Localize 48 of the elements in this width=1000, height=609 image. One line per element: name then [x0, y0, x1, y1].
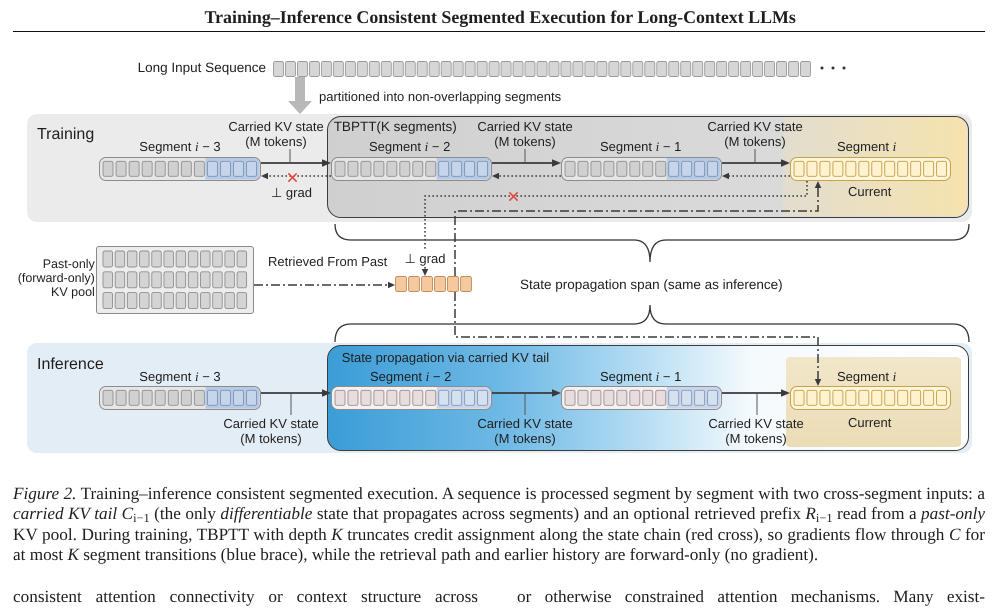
figure-caption: Figure 2. Training–inference consistent segmented execution. A sequence is processed segment by segment with two cross-segment inputs: a carried KV tail C$_{i−1}$ (the only differentiable state that propagates across segments) and an optional retrieved prefix R$_{i−1}$ read from a past-only KV pool. During training, TBPTT with depth K truncates credit assignment along the state chain (red cross), so gradients flow through C for at most K segment transitions (blue brace), while the retrieval path and earlier history are forward-only (no gradient).	[13, 484, 985, 566]
arrow	[492, 159, 561, 167]
dotted-arrow	[261, 172, 331, 180]
arrow	[722, 389, 790, 397]
edge-label: ⊥ grad	[271, 185, 312, 200]
arrow	[492, 389, 561, 397]
edge-label: partitioned into non-overlapping segments	[319, 89, 562, 104]
body-text: or otherwise constrained attention mechanisms. Many exist-	[517, 587, 985, 607]
span-label: State propagation span (same as inference)	[520, 277, 783, 293]
edge-label: Carried KV state (M tokens)	[476, 416, 574, 446]
edge-label: Carried KV state (M tokens)	[707, 416, 805, 446]
arrow	[261, 159, 331, 167]
dotted-arrow	[722, 172, 790, 180]
state-propagation-box	[327, 345, 969, 451]
segment-label: Segment i − 1	[600, 368, 682, 384]
dash-dot-arrow	[254, 282, 395, 288]
box-title: State propagation via carried KV tail	[342, 350, 550, 365]
segment-label: Segment i	[836, 368, 896, 384]
box-title: TBPTT(K segments)	[334, 118, 457, 135]
dash-dot-arrow	[454, 292, 822, 386]
training-panel	[27, 114, 972, 222]
status-label: Current	[848, 415, 892, 430]
tbptt-box	[327, 116, 969, 218]
panel-title: Training	[37, 125, 94, 144]
status-label: Current	[848, 184, 892, 200]
body-text: consistent attention connectivity or context structure across	[13, 587, 478, 607]
segment-label: Segment i − 2	[368, 138, 450, 154]
diagram-title: Training–Inference Consistent Segmented Execution for Long-Context LLMs	[204, 7, 796, 28]
token-block	[395, 276, 472, 292]
dotted-arrow	[492, 172, 561, 180]
pool-label: Past-only (forward-only) KV pool	[16, 256, 95, 299]
segment-label: Segment i	[836, 138, 896, 154]
edge-label: Retrieved From Past	[268, 254, 388, 269]
panel-title: Inference	[37, 355, 104, 374]
edge-label: Carried KV state (M tokens)	[706, 119, 804, 149]
edge-label: Carried KV state (M tokens)	[227, 119, 325, 149]
segment-label: Segment i − 3	[139, 368, 221, 384]
inference-panel	[27, 343, 972, 453]
edge-label: Carried KV state (M tokens)	[476, 119, 574, 149]
edge-label: ⊥ grad	[402, 251, 448, 266]
arrow	[261, 389, 331, 397]
segment-label: Segment i − 2	[370, 368, 452, 384]
edge-label: Carried KV state (M tokens)	[222, 416, 320, 446]
segment-label: Segment i − 1	[600, 138, 682, 154]
block-arrow	[288, 77, 312, 114]
segment-label: Segment i − 3	[139, 138, 221, 154]
sequence-label: Long Input Sequence	[136, 60, 266, 76]
arrow	[722, 159, 790, 167]
